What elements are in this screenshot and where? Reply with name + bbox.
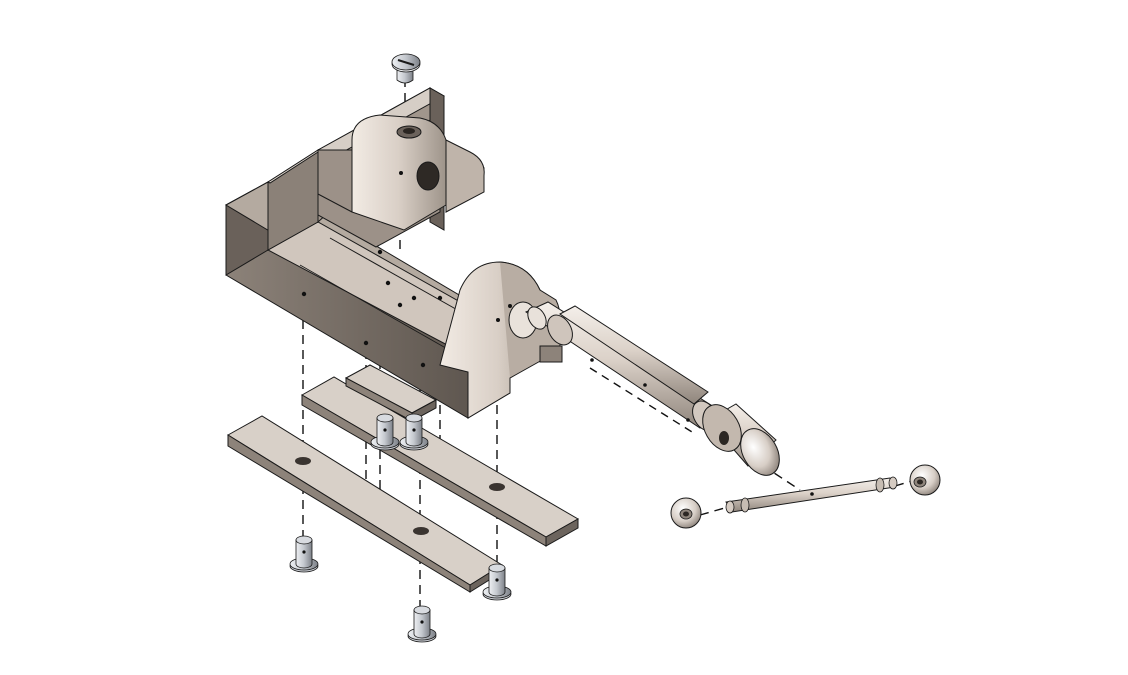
handle-knob-right — [909, 464, 941, 496]
frame-hole — [301, 291, 307, 297]
handle-rod — [725, 476, 898, 514]
bar-hole — [489, 483, 505, 491]
frame-hole — [397, 302, 403, 308]
dowel-pin — [289, 535, 319, 573]
dowel-pin — [407, 605, 437, 643]
top-bearing-block — [317, 114, 485, 248]
set-screw — [391, 53, 421, 84]
bar-hole — [413, 527, 429, 535]
cross-hole — [719, 431, 729, 445]
frame-hole — [377, 249, 383, 255]
frame-hole — [411, 295, 417, 301]
top-guide-bar — [300, 376, 580, 547]
bore-hole — [416, 161, 440, 191]
frame-hole — [420, 362, 426, 368]
handle-knob-left — [670, 497, 702, 529]
frame-hole — [385, 280, 391, 286]
lead-screw — [524, 301, 780, 476]
bottom-guide-bar — [227, 415, 503, 593]
frame-hole — [363, 340, 369, 346]
bar-hole — [295, 457, 311, 465]
